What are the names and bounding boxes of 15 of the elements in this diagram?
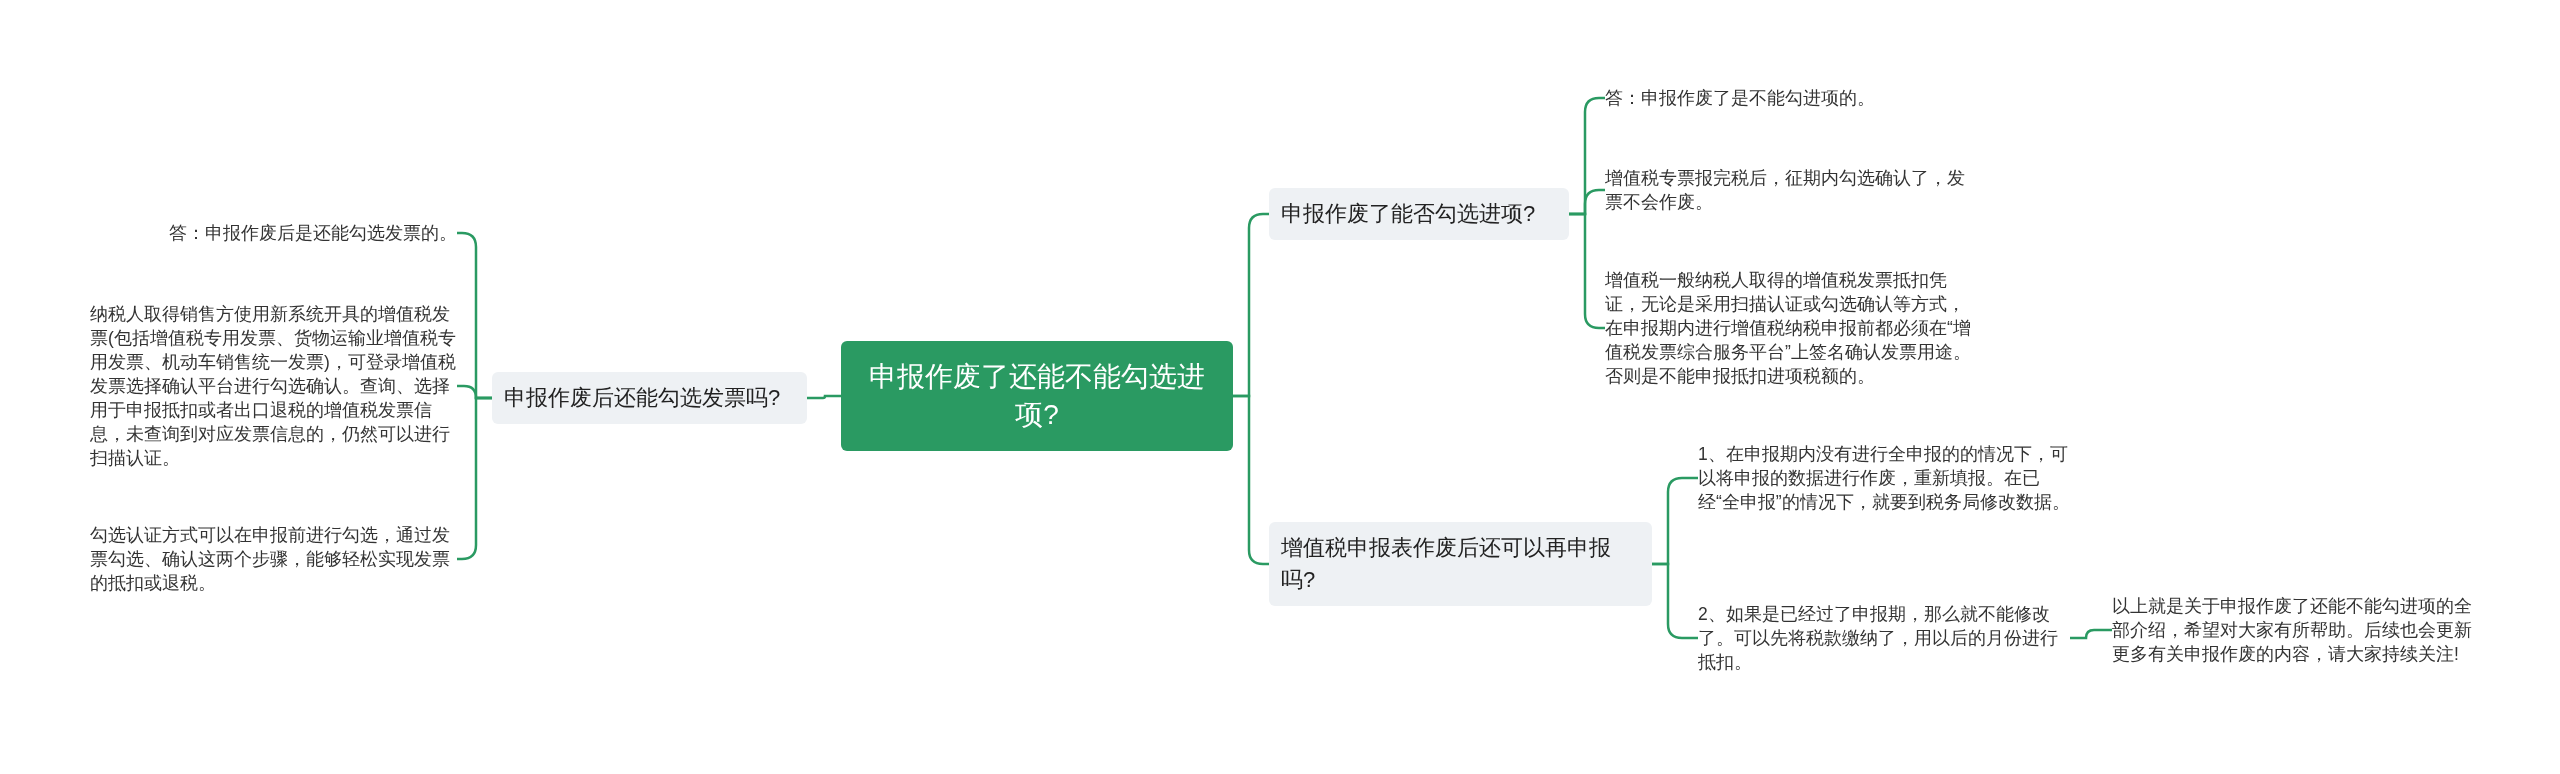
topic-box: 申报作废后还能勾选发票吗? (492, 372, 807, 424)
note-text: 2、如果是已经过了申报期，那么就不能修改了。可以先将税款缴纳了，用以后的月份进行抵扣。 (1698, 602, 2070, 674)
note-text: 勾选认证方式可以在申报前进行勾选，通过发票勾选、确认这两个步骤，能够轻松实现发票的抵扣或退税。 (90, 523, 457, 595)
topic-box: 申报作废了能否勾选进项? (1269, 188, 1569, 240)
central-topic-box: 申报作废了还能不能勾选进项? (841, 341, 1233, 451)
note-text: 1、在申报期内没有进行全申报的的情况下，可以将申报的数据进行作废，重新填报。在已经“全申报”的情况下，就要到税务局修改数据。 (1698, 442, 2070, 514)
note-text: 答：申报作废了是不能勾进项的。 (1605, 86, 1977, 110)
note-text: 增值税一般纳税人取得的增值税发票抵扣凭证，无论是采用扫描认证或勾选确认等方式，在申报期内进行增值税纳税申报前都必须在“增值税发票综合服务平台”上签名确认发票用途。否则是不能申报抵扣进项税额的。 (1605, 268, 1977, 388)
branch-line (2070, 628, 2112, 640)
branch-line (807, 394, 841, 400)
note-text: 增值税专票报完税后，征期内勾选确认了，发票不会作废。 (1605, 166, 1977, 214)
note-text: 纳税人取得销售方使用新系统开具的增值税发票(包括增值税专用发票、货物运输业增值税专用发票、机动车销售统一发票)，可登录增值税发票选择确认平台进行勾选确认。查询、选择用于申报抵扣或者出口退税的增值税发票信息，未查询到对应发票信息的，仍然可以进行扫描认证。 (90, 302, 457, 470)
topic-box: 增值税申报表作废后还可以再申报吗? (1269, 522, 1652, 606)
note-text: 答：申报作废后是还能勾选发票的。 (90, 221, 457, 245)
note-text: 以上就是关于申报作废了还能不能勾进项的全部介绍，希望对大家有所帮助。后续也会更新更多有关申报作废的内容，请大家持续关注! (2112, 594, 2480, 666)
